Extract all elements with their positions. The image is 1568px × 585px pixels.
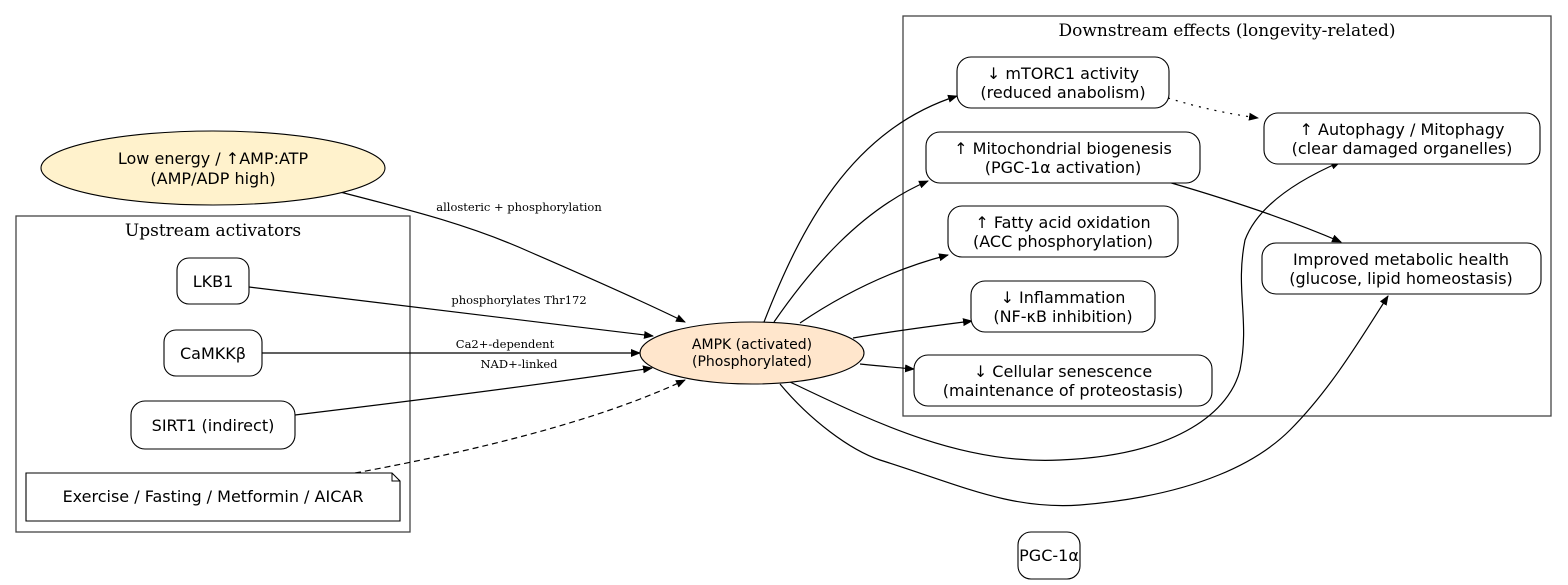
mtorc1-label-line2: (reduced anabolism)	[980, 83, 1145, 102]
edge-mtorc1-to-autophagy[interactable]	[1167, 97, 1259, 121]
metabolic-health-box	[1261, 242, 1542, 295]
senescence-label-line1: ↓ Cellular senescence	[974, 362, 1152, 381]
edge-ampk-to-fao[interactable]	[799, 253, 949, 324]
edge-lkb1-to-ampk[interactable]	[248, 286, 654, 339]
edges: allosteric + phosphorylation phosphoryla…	[248, 94, 1389, 507]
camkk-label: CaMKKβ	[180, 344, 246, 363]
mito-box	[925, 131, 1201, 184]
autophagy-label-line1: ↑ Autophagy / Mitophagy	[1300, 120, 1505, 139]
senescence-box	[913, 354, 1213, 407]
autophagy-box	[1263, 112, 1541, 165]
cluster-upstream-activators: Upstream activators	[15, 215, 411, 533]
node-mtorc1[interactable]: ↓ mTORC1 activity (reduced anabolism)	[956, 56, 1170, 109]
fao-box	[947, 205, 1179, 258]
mito-label-line1: ↑ Mitochondrial biogenesis	[954, 139, 1172, 158]
edge-ampk-to-senescence[interactable]	[859, 363, 915, 373]
node-metabolic-health[interactable]: Improved metabolic health (glucose, lipi…	[1261, 242, 1542, 295]
inflammation-box	[970, 280, 1156, 333]
mtorc1-box	[956, 56, 1170, 109]
sirt1-label: SIRT1 (indirect)	[152, 416, 275, 435]
camkk-box	[163, 329, 263, 377]
mito-label-line2: (PGC-1α activation)	[985, 158, 1142, 177]
edge-label-lkb1: phosphorylates Thr172	[451, 293, 586, 307]
edge-mito-to-metabolic[interactable]	[1167, 181, 1342, 243]
edge-sirt1-to-ampk[interactable]	[294, 365, 653, 416]
lkb1-label: LKB1	[193, 272, 234, 291]
node-ampk[interactable]: AMPK (activated) (Phosphorylated)	[639, 321, 865, 385]
senescence-label-line2: (maintenance of proteostasis)	[943, 381, 1184, 400]
edge-ampk-to-mito[interactable]	[773, 180, 929, 323]
fao-label-line2: (ACC phosphorylation)	[973, 232, 1153, 251]
cluster-downstream-border	[902, 15, 1552, 417]
pgc1a-box	[1017, 531, 1081, 580]
exercise-note-box	[25, 472, 401, 522]
sirt1-box	[130, 400, 296, 450]
edge-label-low-energy: allosteric + phosphorylation	[436, 200, 602, 214]
low-energy-ellipse	[40, 130, 386, 206]
edge-low-energy-to-ampk[interactable]	[339, 191, 686, 323]
node-exercise-note[interactable]: Exercise / Fasting / Metformin / AICAR	[25, 472, 401, 522]
edge-ampk-to-inflam[interactable]	[852, 318, 973, 339]
ampk-label-line2: (Phosphorylated)	[692, 354, 812, 370]
node-senescence[interactable]: ↓ Cellular senescence (maintenance of pr…	[913, 354, 1213, 407]
low-energy-label-line2: (AMP/ADP high)	[150, 169, 275, 188]
edge-ampk-to-mtorc1[interactable]	[763, 94, 958, 323]
autophagy-label-line2: (clear damaged organelles)	[1292, 139, 1513, 158]
node-low-energy[interactable]: Low energy / ↑AMP:ATP (AMP/ADP high)	[40, 130, 386, 206]
edge-label-camkk: Ca2+-dependent	[456, 337, 555, 351]
edge-exercise-to-ampk[interactable]	[354, 379, 686, 474]
lkb1-box	[176, 257, 250, 305]
ampk-ellipse	[639, 321, 865, 385]
ampk-label-line1: AMPK (activated)	[692, 337, 812, 353]
cluster-upstream-title: Upstream activators	[125, 221, 301, 241]
node-fao[interactable]: ↑ Fatty acid oxidation (ACC phosphorylat…	[947, 205, 1179, 258]
mtorc1-label-line1: ↓ mTORC1 activity	[987, 64, 1139, 83]
cluster-upstream-border	[15, 215, 411, 533]
metabolic-health-label-line1: Improved metabolic health	[1293, 250, 1509, 269]
metabolic-health-label-line2: (glucose, lipid homeostasis)	[1289, 269, 1513, 288]
edge-ampk-to-metabolic[interactable]	[779, 295, 1389, 507]
node-autophagy[interactable]: ↑ Autophagy / Mitophagy (clear damaged o…	[1263, 112, 1541, 165]
low-energy-label-line1: Low energy / ↑AMP:ATP	[118, 149, 309, 168]
fao-label-line1: ↑ Fatty acid oxidation	[975, 213, 1150, 232]
inflammation-label-line1: ↓ Inflammation	[1001, 288, 1126, 307]
node-lkb1[interactable]: LKB1	[176, 257, 250, 305]
note-fold-icon	[391, 473, 400, 482]
edge-label-sirt1: NAD+-linked	[480, 357, 558, 371]
inflammation-label-line2: (NF-κB inhibition)	[993, 307, 1132, 326]
node-mito[interactable]: ↑ Mitochondrial biogenesis (PGC-1α activ…	[925, 131, 1201, 184]
node-camkk[interactable]: CaMKKβ	[163, 329, 263, 377]
cluster-downstream-title: Downstream effects (longevity-related)	[1058, 21, 1395, 41]
node-inflammation[interactable]: ↓ Inflammation (NF-κB inhibition)	[970, 280, 1156, 333]
edge-ampk-to-autophagy[interactable]	[789, 161, 1341, 461]
exercise-label: Exercise / Fasting / Metformin / AICAR	[63, 487, 364, 506]
pgc1a-label: PGC-1α	[1019, 546, 1079, 565]
cluster-downstream-effects: Downstream effects (longevity-related)	[902, 15, 1552, 417]
node-sirt1[interactable]: SIRT1 (indirect)	[130, 400, 296, 450]
node-pgc1a[interactable]: PGC-1α	[1017, 531, 1081, 580]
